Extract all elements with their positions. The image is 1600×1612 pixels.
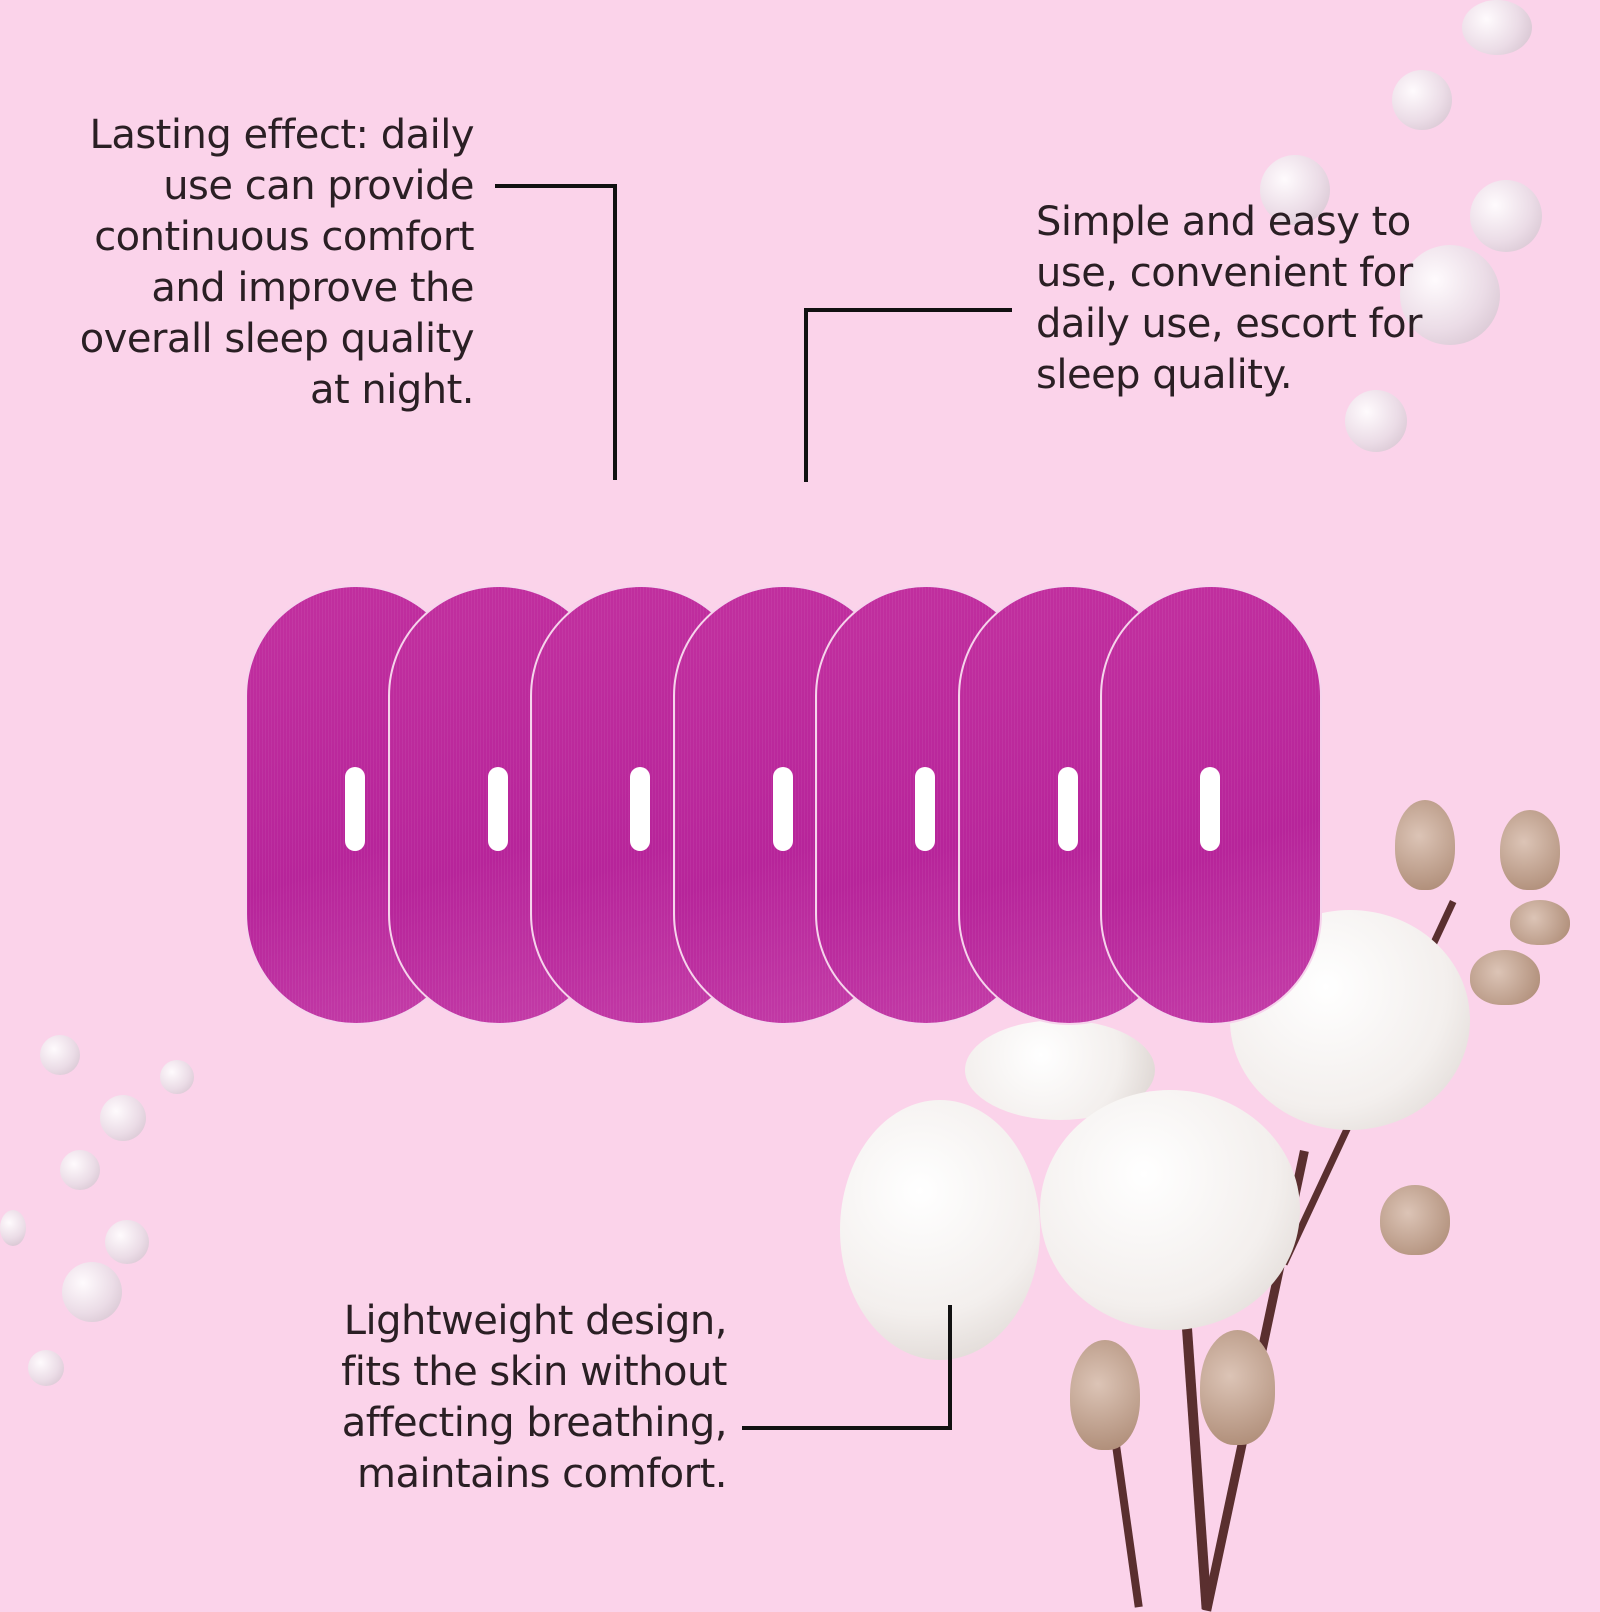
- callout-line-text: Simple and easy to: [1036, 199, 1411, 245]
- callout-line-text: continuous comfort: [94, 214, 474, 260]
- patch-slot: [773, 767, 793, 851]
- callout-line-bottom: [948, 1305, 952, 1430]
- patch-slot: [488, 767, 508, 851]
- callout-line-top-left: [495, 184, 617, 188]
- nasal-patch: [1100, 585, 1322, 1025]
- callout-line-text: use, convenient for: [1036, 250, 1413, 296]
- callout-line-top-left: [613, 184, 617, 480]
- callout-line-bottom: [742, 1426, 952, 1430]
- patch-slot: [915, 767, 935, 851]
- patch-slot: [630, 767, 650, 851]
- callout-lightweight: Lightweight design, fits the skin withou…: [341, 1296, 727, 1500]
- callout-line-text: and improve the: [151, 265, 474, 311]
- patch-slot: [1200, 767, 1220, 851]
- callout-line-text: at night.: [309, 367, 475, 413]
- callout-lasting-effect: Lasting effect: daily use can provide co…: [79, 110, 475, 416]
- callout-line-text: use can provide: [163, 163, 474, 209]
- callout-line-text: fits the skin without: [341, 1349, 727, 1395]
- callout-line-text: sleep quality.: [1036, 352, 1293, 398]
- patch-slot: [1058, 767, 1078, 851]
- patch-slot: [345, 767, 365, 851]
- callout-line-text: daily use, escort for: [1036, 301, 1423, 347]
- callout-line-top-right: [804, 308, 808, 482]
- callout-simple-easy: Simple and easy to use, convenient for d…: [1036, 197, 1423, 401]
- callout-line-text: Lightweight design,: [343, 1298, 728, 1344]
- callout-line-text: Lasting effect: daily: [89, 112, 475, 158]
- callout-line-text: maintains comfort.: [357, 1451, 727, 1497]
- callout-line-text: overall sleep quality: [79, 316, 475, 362]
- callout-line-text: affecting breathing,: [341, 1400, 728, 1446]
- callout-line-top-right: [804, 308, 1012, 312]
